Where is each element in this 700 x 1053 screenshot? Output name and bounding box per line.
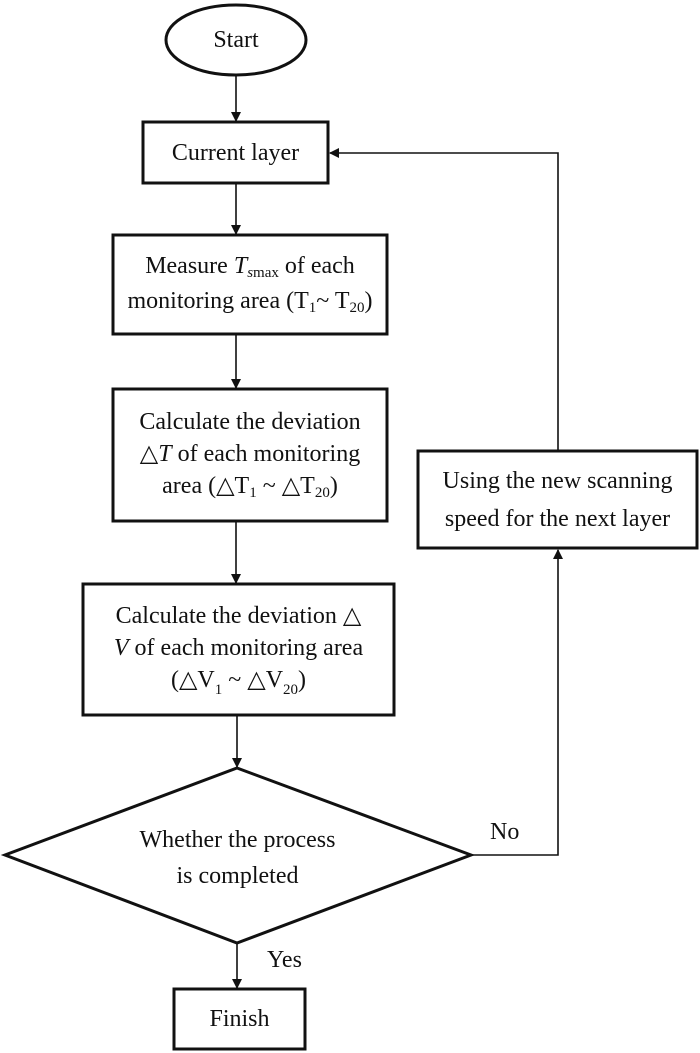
decision-node-shape bbox=[0, 766, 476, 945]
measure-line-2: monitoring area (T1~ T20) bbox=[127, 287, 373, 316]
edge-new-speed-to-current-layer bbox=[329, 148, 559, 451]
current-layer-node-label: Current layer bbox=[145, 124, 326, 181]
deviation-v-line-3: (△V1 ~ △V20) bbox=[170, 667, 307, 698]
deviation-t-line-3: area (△T1 ~ △T20) bbox=[162, 472, 338, 501]
finish-node-label: Finish bbox=[176, 991, 303, 1047]
deviation-t-line-2: △T of each monitoring bbox=[139, 440, 361, 467]
measure-node-shape bbox=[111, 233, 389, 336]
finish-node-shape bbox=[172, 987, 307, 1051]
deviation-v-node-shape bbox=[81, 582, 396, 717]
new-speed-line-1: Using the new scanning bbox=[442, 467, 673, 494]
new-speed-line-2: speed for the next layer bbox=[444, 505, 671, 532]
decision-node-label: Whether the process is completed bbox=[90, 820, 385, 896]
edge-label-no: No bbox=[490, 819, 520, 845]
deviation-t-node-label: Calculate the deviation △T of each monit… bbox=[100, 391, 400, 519]
edge-decision-to-new-speed bbox=[471, 549, 563, 856]
finish-text: Finish bbox=[209, 1006, 270, 1032]
decision-line-2: is completed bbox=[176, 863, 299, 889]
new-speed-node-label: Using the new scanning speed for the nex… bbox=[420, 453, 695, 546]
current-layer-node-shape bbox=[141, 120, 330, 185]
edge-label-yes: Yes bbox=[267, 947, 302, 973]
deviation-v-line-2: V of each monitoring area bbox=[113, 635, 364, 661]
decision-line-1: Whether the process bbox=[139, 827, 336, 853]
current-layer-text: Current layer bbox=[171, 139, 300, 166]
deviation-v-line-1: Calculate the deviation △ bbox=[115, 603, 362, 629]
deviation-t-line-1: Calculate the deviation bbox=[139, 408, 361, 435]
start-node-label: Start bbox=[166, 6, 306, 74]
measure-line-1: Measure Tsmax of each bbox=[145, 252, 355, 281]
start-text: Start bbox=[213, 27, 259, 53]
deviation-t-node-shape bbox=[111, 387, 389, 523]
deviation-v-node-label: Calculate the deviation △ V of each moni… bbox=[85, 586, 392, 713]
measure-node-label: Measure Tsmax of each monitoring area (T… bbox=[100, 237, 400, 332]
